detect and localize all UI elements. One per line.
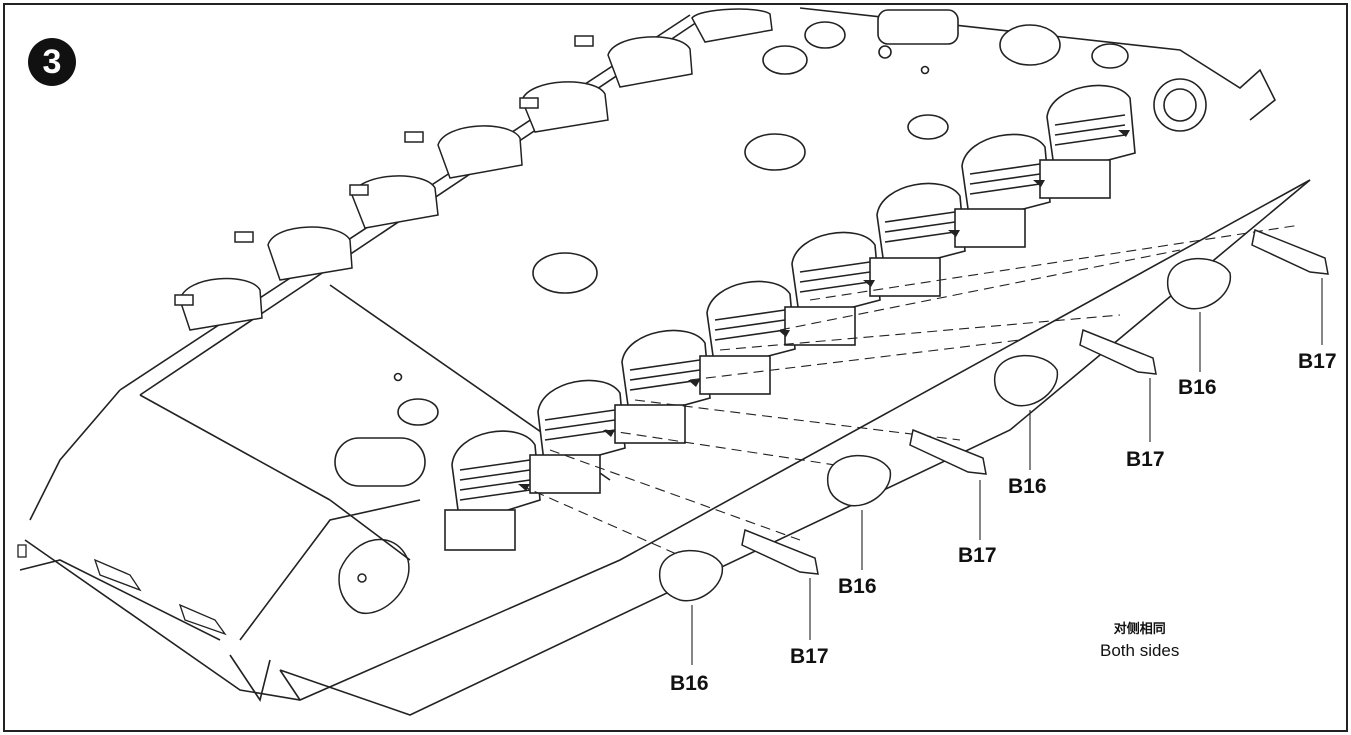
- suspension-unit-5: [784, 231, 881, 346]
- parts-and-guides: [518, 130, 1329, 665]
- suspension-unit-4: [699, 280, 796, 395]
- part-b17-group: [741, 228, 1329, 575]
- note-english: Both sides: [1100, 641, 1180, 660]
- part-label-b17: B17: [790, 645, 829, 668]
- suspension-unit-7: [954, 133, 1051, 248]
- suspension-unit-1: [444, 430, 541, 551]
- deck-hatches: [334, 9, 1129, 487]
- near-suspension-row: [444, 84, 1136, 551]
- both-sides-note: 对侧相同 Both sides: [1100, 618, 1179, 661]
- step-number-badge: 3: [28, 38, 76, 86]
- part-label-b16: B16: [1008, 475, 1047, 498]
- part-label-b16: B16: [1178, 376, 1217, 399]
- hull-details: [17, 544, 227, 636]
- part-label-b17: B17: [1298, 350, 1337, 373]
- suspension-unit-8: [1039, 84, 1136, 199]
- suspension-unit-6: [869, 182, 966, 297]
- rear-hub: [1153, 78, 1207, 132]
- part-label-b17: B17: [1126, 448, 1165, 471]
- front-hatch: [338, 538, 410, 615]
- far-suspension-row: [174, 8, 773, 331]
- note-chinese: 对侧相同: [1113, 622, 1166, 637]
- suspension-unit-3: [614, 329, 711, 444]
- part-label-b16: B16: [670, 672, 709, 695]
- part-b16-group: [658, 257, 1232, 602]
- part-label-b16: B16: [838, 575, 877, 598]
- part-label-b17: B17: [958, 544, 997, 567]
- frame-border: [3, 3, 1348, 732]
- suspension-unit-2: [529, 379, 626, 494]
